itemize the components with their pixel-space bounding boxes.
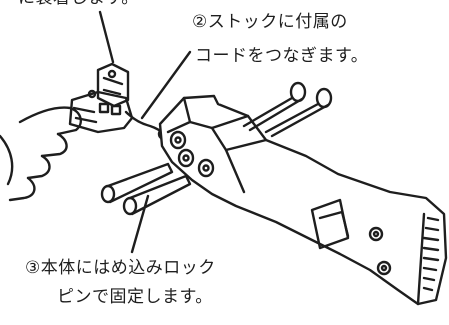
step3-caption-line2: ピンで固定します。 — [57, 287, 213, 307]
leader-line-step2 — [140, 50, 192, 120]
screw-lower — [264, 87, 333, 138]
receiver-end — [68, 62, 134, 134]
step1-caption-partial: に装着します。 — [18, 0, 139, 8]
leader-line-step3 — [130, 194, 150, 254]
step2-caption-line1: ②ストックに付属の — [192, 12, 348, 32]
locking-pin-upper — [100, 162, 174, 204]
hand — [0, 106, 82, 202]
screw-upper — [242, 81, 307, 132]
leader-line-step1 — [98, 10, 115, 64]
locking-pin-lower — [122, 174, 192, 216]
stock — [158, 94, 448, 306]
step2-caption-line2: コードをつなぎます。 — [195, 46, 369, 66]
step3-caption-line1: ③本体にはめ込みロック — [25, 258, 216, 278]
